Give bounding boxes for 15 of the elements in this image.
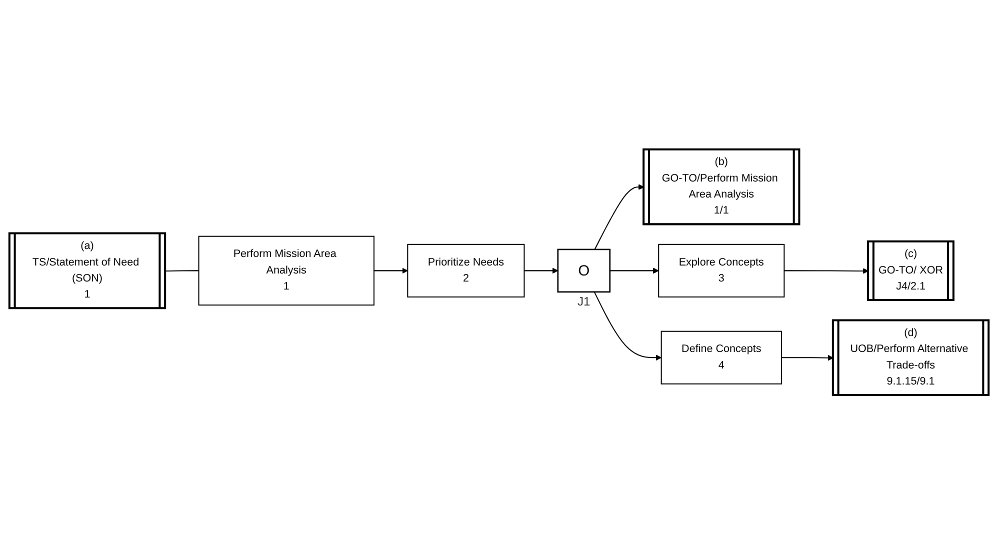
- node-box: [198, 236, 374, 306]
- arrow: [524, 268, 558, 274]
- node-box: [660, 331, 782, 385]
- arrow: [594, 184, 644, 250]
- arrow: [594, 292, 662, 361]
- node-box: [557, 249, 611, 293]
- node-box: [407, 244, 525, 298]
- junction-label: J1: [578, 294, 590, 309]
- connector: [165, 270, 199, 272]
- arrow: [784, 268, 869, 274]
- arrow: [781, 355, 834, 362]
- process-diagram: (a) TS/Statement of Need (SON) 1 Perform Mission Area Analysis 1 Prioritize Needs 2 O (b) GO-TO/Perform Mission Area Analysis 1/1 Explore Concepts 3 Define Concepts 4 (c) GO-TO/ XOR J4/2.1 (d) UOB/Perform Alternative Trade-offs 9.1.15/9.1 J1: [4, 144, 994, 401]
- arrow: [610, 268, 659, 274]
- arrow: [374, 268, 408, 274]
- node-box: [658, 244, 785, 298]
